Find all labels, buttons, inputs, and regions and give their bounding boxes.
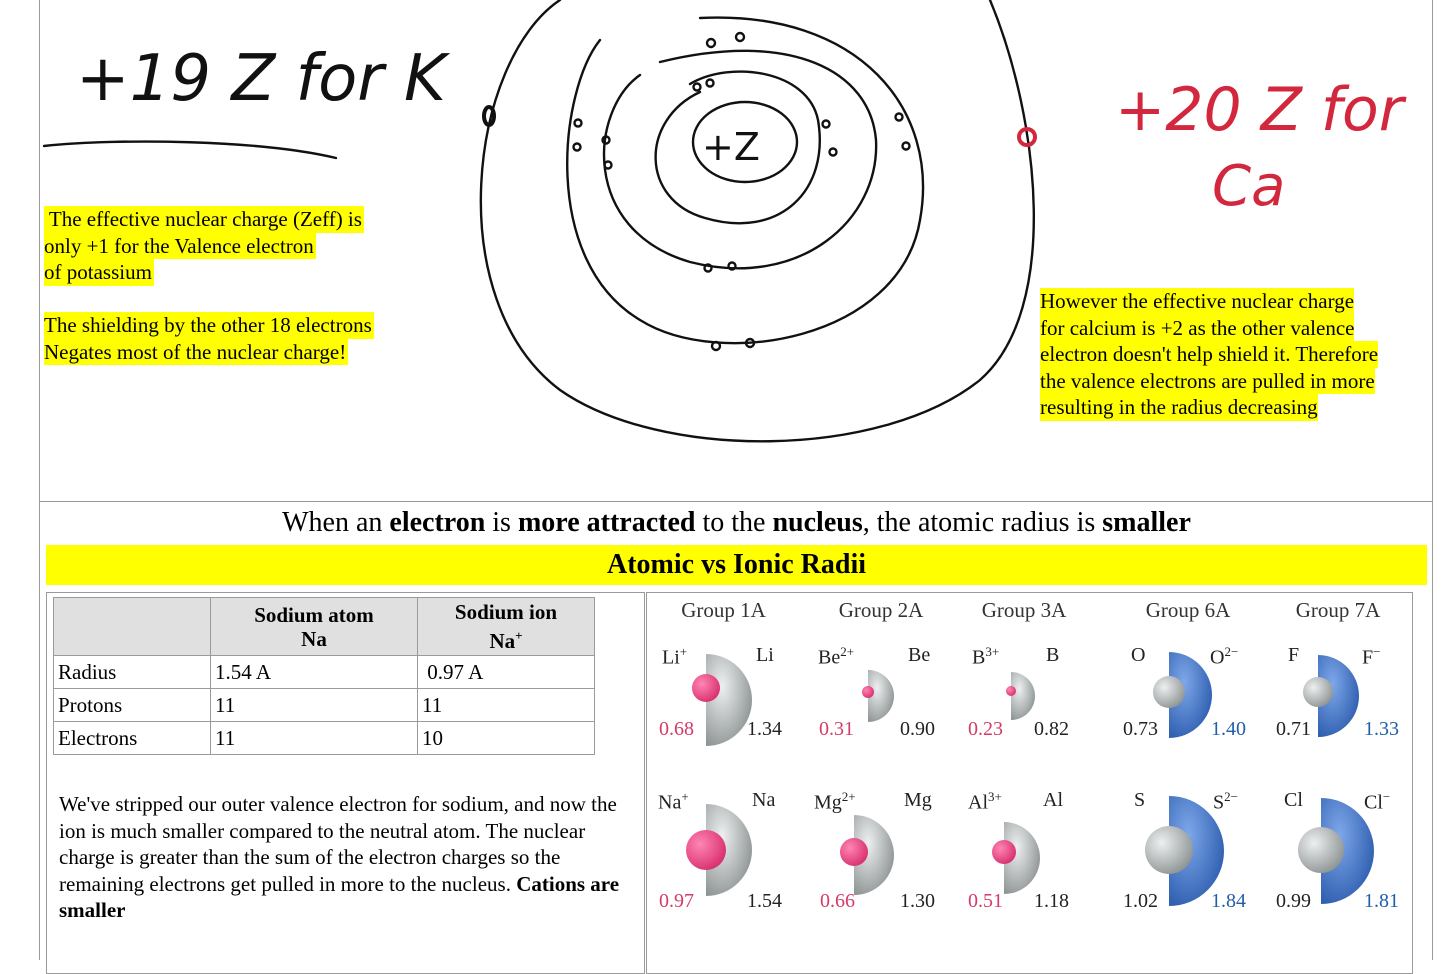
note-line: However the effective nuclear charge <box>1040 288 1355 315</box>
element-label: B <box>1046 644 1060 666</box>
element-label: Cl <box>1284 789 1303 811</box>
element-label: Al <box>1043 789 1063 811</box>
note-line: only +1 for the Valence electron <box>44 232 316 259</box>
radius-value: 0.23 <box>968 718 1003 740</box>
table-corner <box>53 597 211 656</box>
element-label: O <box>1131 644 1146 666</box>
radius-value: 0.51 <box>968 890 1003 912</box>
page-frame-right <box>1432 0 1433 960</box>
element-label: S <box>1134 789 1146 811</box>
radius-value: 0.31 <box>819 718 854 740</box>
radius-value: 1.33 <box>1364 718 1399 740</box>
right-note: However the effective nuclear charge for… <box>1040 288 1379 421</box>
radius-value: 1.02 <box>1123 890 1158 912</box>
red-valence-electron <box>1017 127 1037 147</box>
radii-figure: Group 1A Group 2A Group 3A Group 6A Grou… <box>646 592 1411 962</box>
handwritten-right-note-2: Ca <box>1212 154 1285 219</box>
element-label: Mg2+ <box>814 789 856 814</box>
radius-value: 1.18 <box>1034 890 1069 912</box>
radius-value: 1.81 <box>1364 890 1399 912</box>
note-line: for calcium is +2 as the other valence <box>1040 314 1355 341</box>
note-line: The effective nuclear charge (Zeff) is <box>44 206 364 233</box>
radius-value: 1.40 <box>1211 718 1246 740</box>
group-label: Group 7A <box>1295 598 1381 622</box>
element-label: Na+ <box>658 789 689 814</box>
element-label: Na <box>752 789 776 811</box>
element-label: F <box>1288 644 1300 666</box>
element-label: Cl− <box>1364 789 1391 814</box>
element-label: Be2+ <box>818 644 855 669</box>
radius-value: 1.54 <box>747 890 782 912</box>
radius-value: 0.82 <box>1034 718 1069 740</box>
radius-value: 0.97 <box>659 890 694 912</box>
handwriting-canvas: +19 Z for K +Z +20 Z for Ca <box>42 0 1407 443</box>
handwritten-right-note-1: +20 Z for <box>1115 75 1407 145</box>
radius-value: 1.84 <box>1211 890 1246 912</box>
group-label: Group 2A <box>838 598 924 622</box>
element-label: Mg <box>904 789 932 811</box>
note-line: resulting in the radius decreasing <box>1040 394 1318 421</box>
explanation-paragraph: We've stripped our outer valence electro… <box>59 792 620 922</box>
note-line: The shielding by the other 18 electrons <box>44 312 374 339</box>
page-frame-left <box>39 0 40 960</box>
nucleus-ring <box>691 100 799 184</box>
orbit-3 <box>566 16 925 345</box>
element-label: F− <box>1362 644 1381 669</box>
radius-value: 1.30 <box>900 890 935 912</box>
element-label: Al3+ <box>968 789 1002 814</box>
radius-value: 0.71 <box>1276 718 1311 740</box>
headline: When an electron is more attracted to th… <box>282 507 1191 538</box>
element-label: Li+ <box>662 644 688 669</box>
note-line: of potassium <box>44 259 154 286</box>
nucleus-label: +Z <box>702 125 760 169</box>
radius-value: 0.90 <box>900 718 935 740</box>
underline-stroke <box>42 140 338 160</box>
orbit-2 <box>602 49 878 270</box>
orbit-4 <box>479 0 1036 443</box>
left-note: The effective nuclear charge (Zeff) is o… <box>44 206 374 365</box>
group-label: Group 6A <box>1145 598 1231 622</box>
note-line: the valence electrons are pulled in more <box>1040 367 1375 394</box>
section-banner: Atomic vs Ionic Radii <box>46 545 1427 585</box>
element-label: O2− <box>1210 644 1239 669</box>
note-line: Negates most of the nuclear charge! <box>44 338 349 365</box>
element-label: Be <box>908 644 931 666</box>
orbit-1 <box>654 70 821 225</box>
radius-value: 0.68 <box>659 718 694 740</box>
handwritten-left-note: +19 Z for K <box>76 42 451 116</box>
element-label: B3+ <box>972 644 1000 669</box>
section-divider <box>39 501 1433 502</box>
group-label: Group 3A <box>981 598 1067 622</box>
radius-value: 0.99 <box>1276 890 1311 912</box>
element-label: Li <box>756 644 774 666</box>
radius-value: 1.34 <box>747 718 782 740</box>
element-label: S2− <box>1213 789 1238 814</box>
group-label: Group 1A <box>681 598 766 622</box>
note-line: electron doesn't help shield it. Therefo… <box>1040 341 1379 368</box>
radius-value: 0.73 <box>1123 718 1158 740</box>
radii-spheres <box>686 652 1374 906</box>
radius-value: 0.66 <box>820 890 855 912</box>
